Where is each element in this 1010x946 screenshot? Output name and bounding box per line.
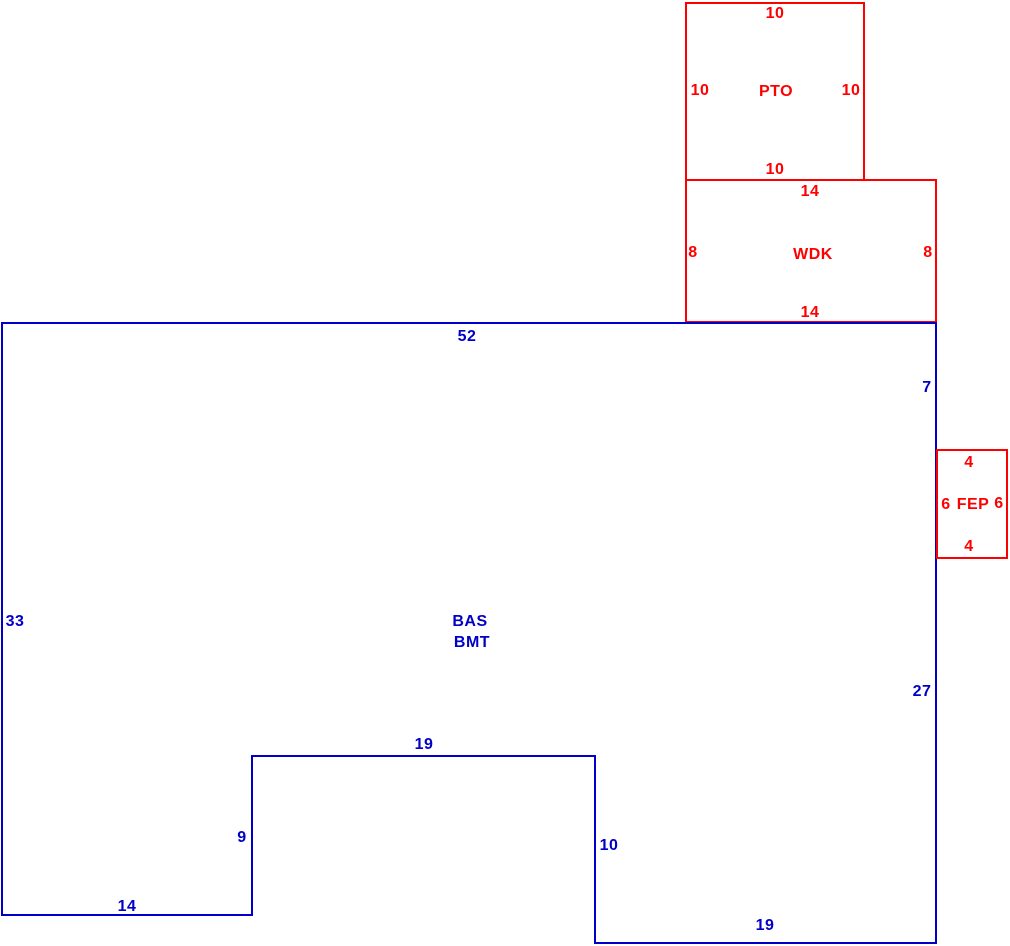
fep-dim-right: 6 <box>994 495 1004 512</box>
bas-dim-bottom-left: 14 <box>117 898 137 915</box>
pto-dim-right: 10 <box>841 82 861 99</box>
fep-dim-top: 4 <box>964 454 974 471</box>
bas-dim-notch-left: 9 <box>237 829 247 846</box>
fep-outline <box>936 449 1008 559</box>
bas-dim-top: 52 <box>457 328 477 345</box>
pto-dim-bottom: 10 <box>765 161 785 178</box>
wdk-area-label: WDK <box>793 246 833 263</box>
bas-area-label-line2: BMT <box>453 634 491 651</box>
bas-dim-right-upper: 7 <box>922 379 932 396</box>
pto-area-label: PTO <box>758 83 794 100</box>
wdk-dim-bottom: 14 <box>800 304 820 321</box>
pto-dim-left: 10 <box>690 82 710 99</box>
wdk-dim-left: 8 <box>688 244 698 261</box>
bas-dim-notch-top: 19 <box>414 736 434 753</box>
bas-bmt-outline <box>1 322 937 944</box>
bas-dim-notch-right: 10 <box>599 837 619 854</box>
bas-dim-left: 33 <box>5 613 25 630</box>
fep-dim-left: 6 <box>941 496 951 513</box>
bas-area-label-line1: BAS <box>452 613 488 630</box>
bas-dim-bottom-right: 19 <box>755 917 775 934</box>
pto-dim-top: 10 <box>765 5 785 22</box>
fep-area-label: FEP <box>956 496 990 513</box>
bas-dim-right-lower: 27 <box>912 683 932 700</box>
wdk-dim-right: 8 <box>923 244 933 261</box>
fep-dim-bottom: 4 <box>964 538 974 555</box>
wdk-dim-top: 14 <box>800 183 820 200</box>
